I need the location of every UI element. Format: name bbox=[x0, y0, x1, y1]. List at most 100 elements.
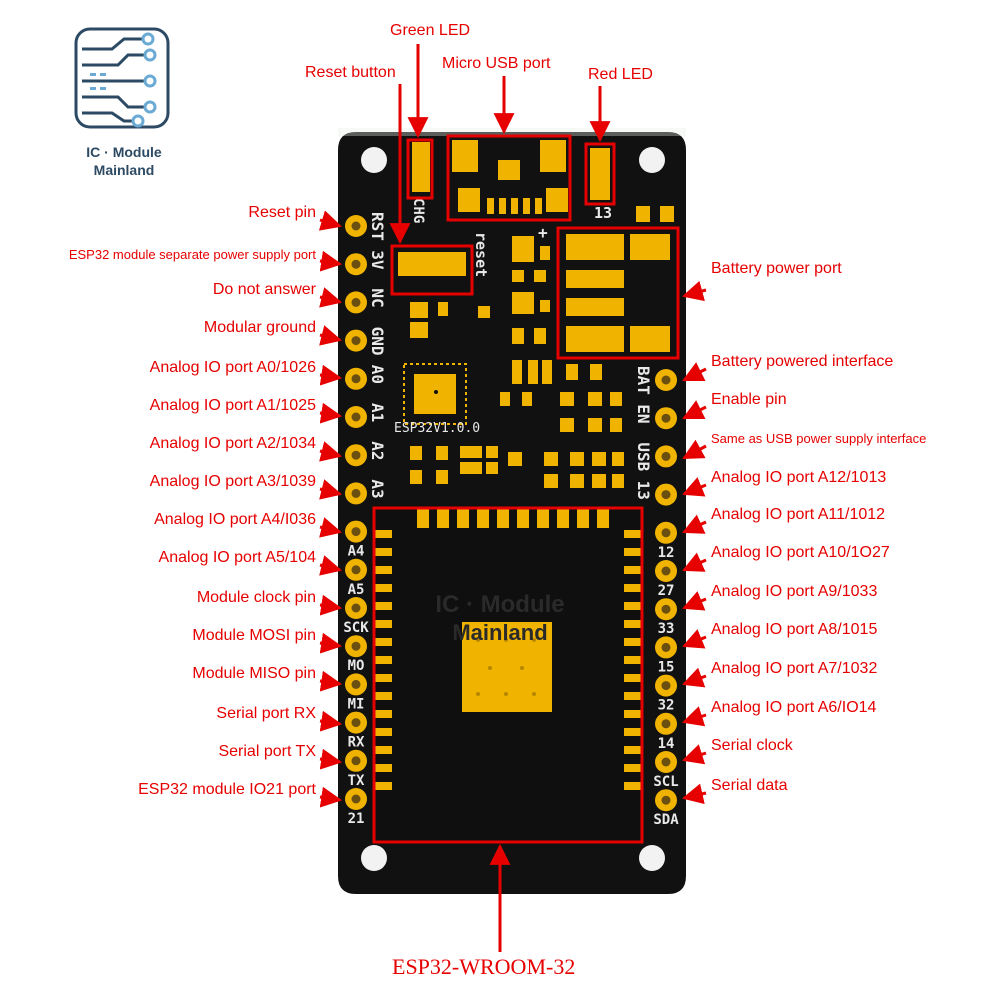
chg-silk: CHG bbox=[410, 198, 426, 223]
reset-button-pads bbox=[398, 252, 466, 276]
battery-connector-pads bbox=[566, 234, 670, 352]
plus-silk: + bbox=[538, 223, 548, 242]
pin-silk-label: 3V bbox=[368, 250, 387, 270]
header-pin-hole bbox=[661, 642, 671, 652]
left-label-arrows bbox=[318, 210, 343, 808]
version-silk: ESP32V1.0.0 bbox=[394, 421, 480, 436]
smd-components bbox=[410, 236, 624, 488]
module-right-castellations bbox=[624, 530, 642, 790]
right-label-arrow bbox=[681, 744, 707, 765]
header-pin-hole bbox=[351, 297, 361, 307]
mounting-hole bbox=[361, 147, 387, 173]
left-label-arrow bbox=[319, 632, 343, 654]
right-label-arrow bbox=[682, 514, 707, 534]
pin-silk-label: 21 bbox=[348, 811, 365, 827]
green-led-label: Green LED bbox=[390, 22, 471, 39]
board-watermark-line2: Mainland bbox=[452, 620, 547, 645]
right-label-arrow bbox=[681, 783, 707, 805]
left-label-arrow bbox=[319, 325, 343, 346]
left-label-arrow bbox=[319, 594, 343, 616]
header-pin-hole bbox=[661, 375, 671, 385]
pin-silk-label: MI bbox=[348, 696, 365, 712]
left-label: ESP32 module separate power supply port bbox=[68, 247, 316, 262]
right-label-arrow bbox=[682, 591, 707, 611]
left-label: Module MISO pin bbox=[192, 665, 316, 682]
reset-button-label: Reset button bbox=[305, 64, 396, 81]
logo-text-line2: Mainland bbox=[93, 162, 155, 178]
green-led-highlight bbox=[406, 138, 434, 200]
left-label-arrow bbox=[319, 479, 343, 500]
pin-silk-label: A5 bbox=[348, 582, 365, 598]
right-label: Same as USB power supply interface bbox=[711, 431, 927, 446]
header-pin-hole bbox=[351, 641, 361, 651]
pin-silk-label: RST bbox=[368, 212, 387, 241]
header-pin-hole bbox=[351, 718, 361, 728]
esp32-wroom-32-label: ESP32-WROOM-32 bbox=[392, 954, 576, 979]
left-label-arrow bbox=[319, 441, 343, 462]
left-label-arrow bbox=[319, 710, 343, 732]
pin-silk-label: A4 bbox=[348, 544, 365, 560]
left-label-arrow bbox=[319, 786, 343, 808]
right-label-arrow bbox=[682, 477, 707, 497]
left-label: Module MOSI pin bbox=[192, 627, 316, 644]
pin-silk-label: A2 bbox=[368, 441, 387, 460]
left-label: Analog IO port A5/104 bbox=[158, 549, 316, 566]
right-label: Analog IO port A11/1012 bbox=[711, 506, 886, 523]
right-label: Analog IO port A6/IO14 bbox=[711, 699, 877, 716]
micro-usb-label: Micro USB port bbox=[442, 55, 551, 72]
micro-usb-pads bbox=[452, 140, 568, 214]
pin-silk-label: SCK bbox=[343, 620, 369, 636]
qfn-chip bbox=[403, 363, 467, 425]
top-13-silk: 13 bbox=[594, 204, 612, 222]
left-label: Analog IO port A1/1025 bbox=[149, 397, 316, 414]
right-label-arrow bbox=[682, 629, 707, 649]
right-label-arrow bbox=[681, 706, 707, 727]
green-led bbox=[412, 142, 430, 192]
pin-silk-label: 15 bbox=[658, 659, 675, 675]
right-label-arrow bbox=[682, 362, 707, 382]
left-label-arrow bbox=[319, 287, 343, 308]
right-label: Battery powered interface bbox=[711, 353, 894, 370]
header-pin-hole bbox=[661, 795, 671, 805]
ic-module-logo bbox=[74, 27, 170, 129]
pin-silk-label: RX bbox=[348, 735, 365, 751]
header-pin-hole bbox=[661, 566, 671, 576]
header-pin-hole bbox=[351, 756, 361, 766]
header-pin-hole bbox=[661, 681, 671, 691]
pin-silk-label: 13 bbox=[634, 481, 653, 500]
right-label: Serial clock bbox=[711, 737, 793, 754]
right-label: Analog IO port A7/1032 bbox=[711, 660, 878, 677]
red-led-highlight bbox=[584, 142, 616, 206]
left-label-arrow bbox=[319, 250, 343, 272]
header-pin-hole bbox=[351, 221, 361, 231]
mounting-hole bbox=[639, 147, 665, 173]
left-label: Reset pin bbox=[248, 204, 316, 221]
header-pin-hole bbox=[661, 719, 671, 729]
pin-silk-label: TX bbox=[348, 773, 365, 789]
header-pin-hole bbox=[351, 259, 361, 269]
pin-silk-label: GND bbox=[368, 327, 387, 356]
right-label: Battery power port bbox=[711, 260, 842, 277]
mounting-hole bbox=[639, 845, 665, 871]
left-label-arrow bbox=[319, 517, 343, 538]
pin-silk-label: BAT bbox=[634, 366, 653, 395]
header-pin-hole bbox=[661, 451, 671, 461]
left-label: Analog IO port A4/I036 bbox=[154, 511, 316, 528]
module-left-castellations bbox=[374, 530, 392, 790]
right-label-arrow bbox=[682, 400, 707, 420]
left-label: Modular ground bbox=[203, 319, 316, 336]
logo-text-line1: IC · Module bbox=[86, 144, 162, 160]
pin-silk-label: A0 bbox=[368, 365, 387, 384]
pin-silk-label: SCL bbox=[653, 774, 678, 790]
right-label: Enable pin bbox=[711, 391, 787, 408]
pin-silk-label: 14 bbox=[658, 736, 675, 752]
header-pin-hole bbox=[351, 488, 361, 498]
left-label: Analog IO port A3/1039 bbox=[149, 473, 316, 490]
right-label-arrow bbox=[682, 667, 707, 688]
header-pin-hole bbox=[351, 412, 361, 422]
right-label: Analog IO port A12/1013 bbox=[711, 469, 887, 486]
header-pin-hole bbox=[661, 604, 671, 614]
